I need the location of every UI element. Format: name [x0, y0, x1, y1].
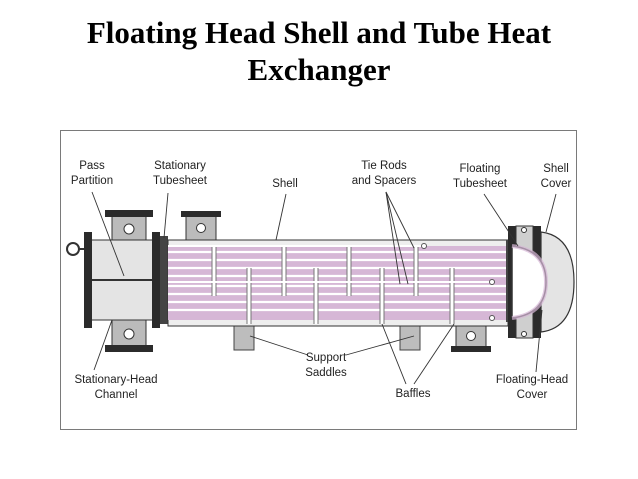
label-shell: Shell — [272, 178, 298, 190]
label-support-saddles-1: Support — [306, 352, 347, 364]
label-shell-cover-2: Cover — [541, 178, 572, 190]
label-stationary-head-2: Channel — [95, 389, 138, 401]
shell-nozzle-top — [181, 211, 221, 241]
label-pass-partition-1: Pass — [79, 160, 105, 172]
slide-title: Floating Head Shell and Tube Heat Exchan… — [0, 14, 638, 88]
label-tie-rods-2: and Spacers — [352, 175, 417, 187]
label-shell-cover-1: Shell — [543, 163, 569, 175]
title-line-1: Floating Head Shell and Tube Heat — [86, 15, 552, 50]
leader-lines — [91, 191, 557, 385]
channel-flange — [152, 232, 160, 328]
label-baffles: Baffles — [396, 388, 431, 400]
shell-cover — [540, 231, 575, 333]
channel-cover-flange — [84, 232, 92, 328]
channel-nozzle-bottom — [105, 319, 153, 352]
label-tie-rods-1: Tie Rods — [361, 160, 407, 172]
label-floating-tubesheet-2: Tubesheet — [453, 178, 508, 190]
channel-nozzle-top — [105, 210, 153, 243]
label-stationary-tubesheet-2: Tubesheet — [153, 175, 208, 187]
title-line-2: Exchanger — [247, 52, 391, 87]
stationary-tubesheet — [160, 236, 168, 324]
baffles — [212, 246, 454, 324]
label-floating-head-1: Floating-Head — [496, 374, 568, 386]
label-floating-head-2: Cover — [517, 389, 548, 401]
label-support-saddles-2: Saddles — [305, 367, 347, 379]
tie-rods — [168, 243, 495, 321]
lifting-lug-left — [66, 242, 80, 256]
label-pass-partition-2: Partition — [71, 175, 113, 187]
label-stationary-tubesheet-1: Stationary — [154, 160, 206, 172]
label-floating-tubesheet-1: Floating — [460, 163, 501, 175]
label-stationary-head-1: Stationary-Head — [74, 374, 157, 386]
